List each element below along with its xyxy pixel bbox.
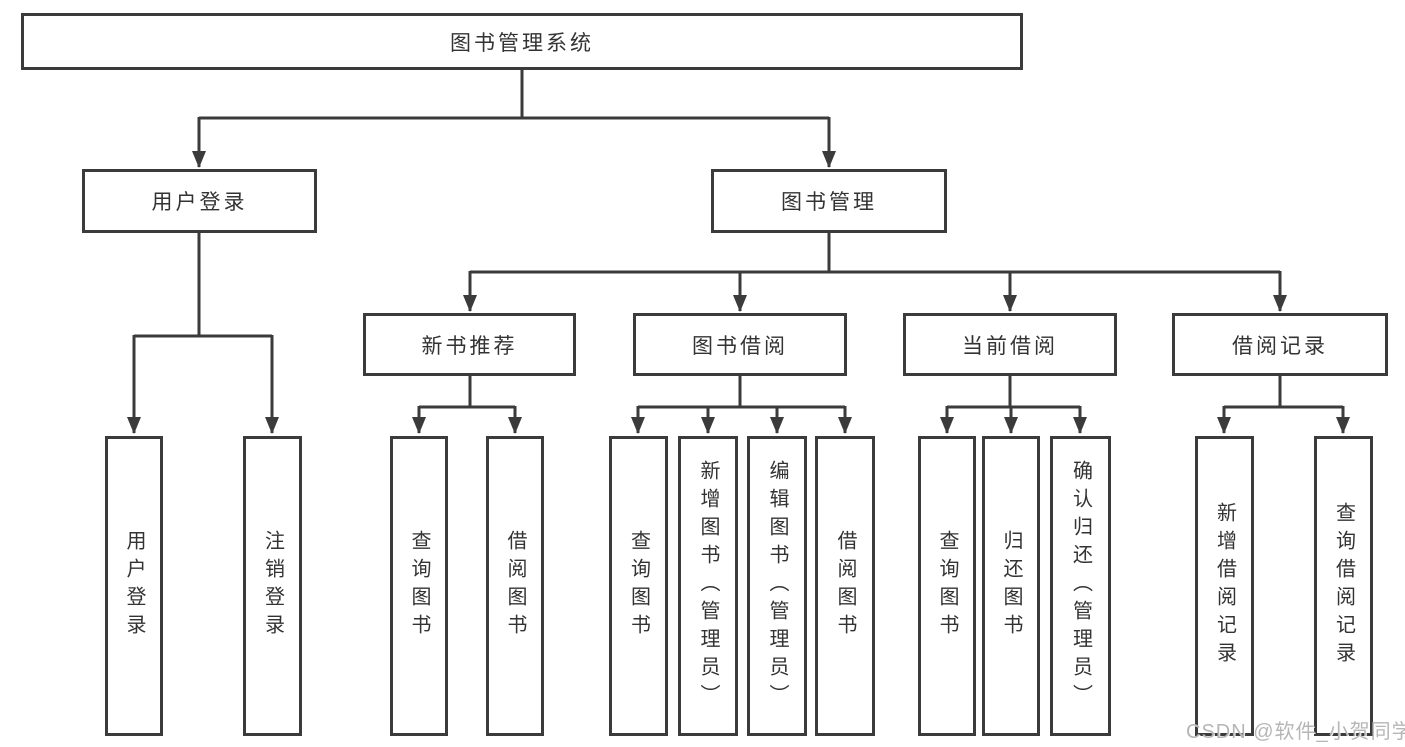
- node-label: 注销登录: [261, 530, 284, 642]
- node-root-system: 图书管理系统: [21, 13, 1023, 70]
- node-label: 查询借阅记录: [1332, 502, 1355, 670]
- node-book-borrow: 图书借阅: [633, 313, 847, 376]
- node-label: 图书管理系统: [450, 31, 594, 55]
- node-label: 新增借阅记录: [1213, 502, 1236, 670]
- node-label: 新书推荐: [421, 334, 518, 358]
- leaf-user-login: 用户登录: [105, 436, 163, 736]
- node-label: 用户登录: [123, 530, 145, 642]
- node-label: 图书借阅: [692, 334, 788, 358]
- leaf-recommend-borrow-books: 借阅图书: [486, 436, 544, 736]
- node-label: 借阅图书: [504, 530, 526, 642]
- node-book-management: 图书管理: [711, 169, 947, 233]
- leaf-borrow-borrow-books: 借阅图书: [815, 436, 875, 736]
- node-label: 查询图书: [936, 530, 958, 642]
- node-label: 查询图书: [408, 530, 430, 642]
- node-label: 新增图书（管理员）: [697, 460, 719, 712]
- leaf-current-query-books: 查询图书: [918, 436, 976, 736]
- leaf-current-confirm-return-admin: 确认归还（管理员）: [1050, 436, 1111, 736]
- leaf-borrow-edit-books-admin: 编辑图书（管理员）: [747, 436, 807, 736]
- node-label: 图书管理: [781, 191, 877, 214]
- node-borrow-records: 借阅记录: [1172, 313, 1388, 376]
- node-new-book-recommend: 新书推荐: [363, 313, 576, 376]
- leaf-borrow-query-books: 查询图书: [609, 436, 668, 736]
- node-label: 归还图书: [1000, 530, 1022, 642]
- leaf-records-add-record: 新增借阅记录: [1195, 436, 1254, 736]
- csdn-watermark: CSDN @软件_小贺同学: [1186, 721, 1405, 743]
- node-label: 查询图书: [627, 530, 650, 642]
- node-label: 用户登录: [151, 191, 248, 214]
- node-current-borrow: 当前借阅: [903, 313, 1117, 376]
- leaf-current-return-books: 归还图书: [982, 436, 1040, 736]
- leaf-records-query-record: 查询借阅记录: [1314, 436, 1373, 736]
- node-label: 当前借阅: [962, 334, 1058, 358]
- node-label: 借阅记录: [1232, 334, 1328, 358]
- leaf-logout: 注销登录: [243, 436, 302, 736]
- leaf-borrow-add-books-admin: 新增图书（管理员）: [678, 436, 738, 736]
- node-user-login: 用户登录: [82, 169, 317, 233]
- node-label: 确认归还（管理员）: [1069, 460, 1092, 712]
- node-label: 借阅图书: [834, 530, 856, 642]
- leaf-recommend-query-books: 查询图书: [390, 436, 448, 736]
- node-label: 编辑图书（管理员）: [766, 460, 788, 712]
